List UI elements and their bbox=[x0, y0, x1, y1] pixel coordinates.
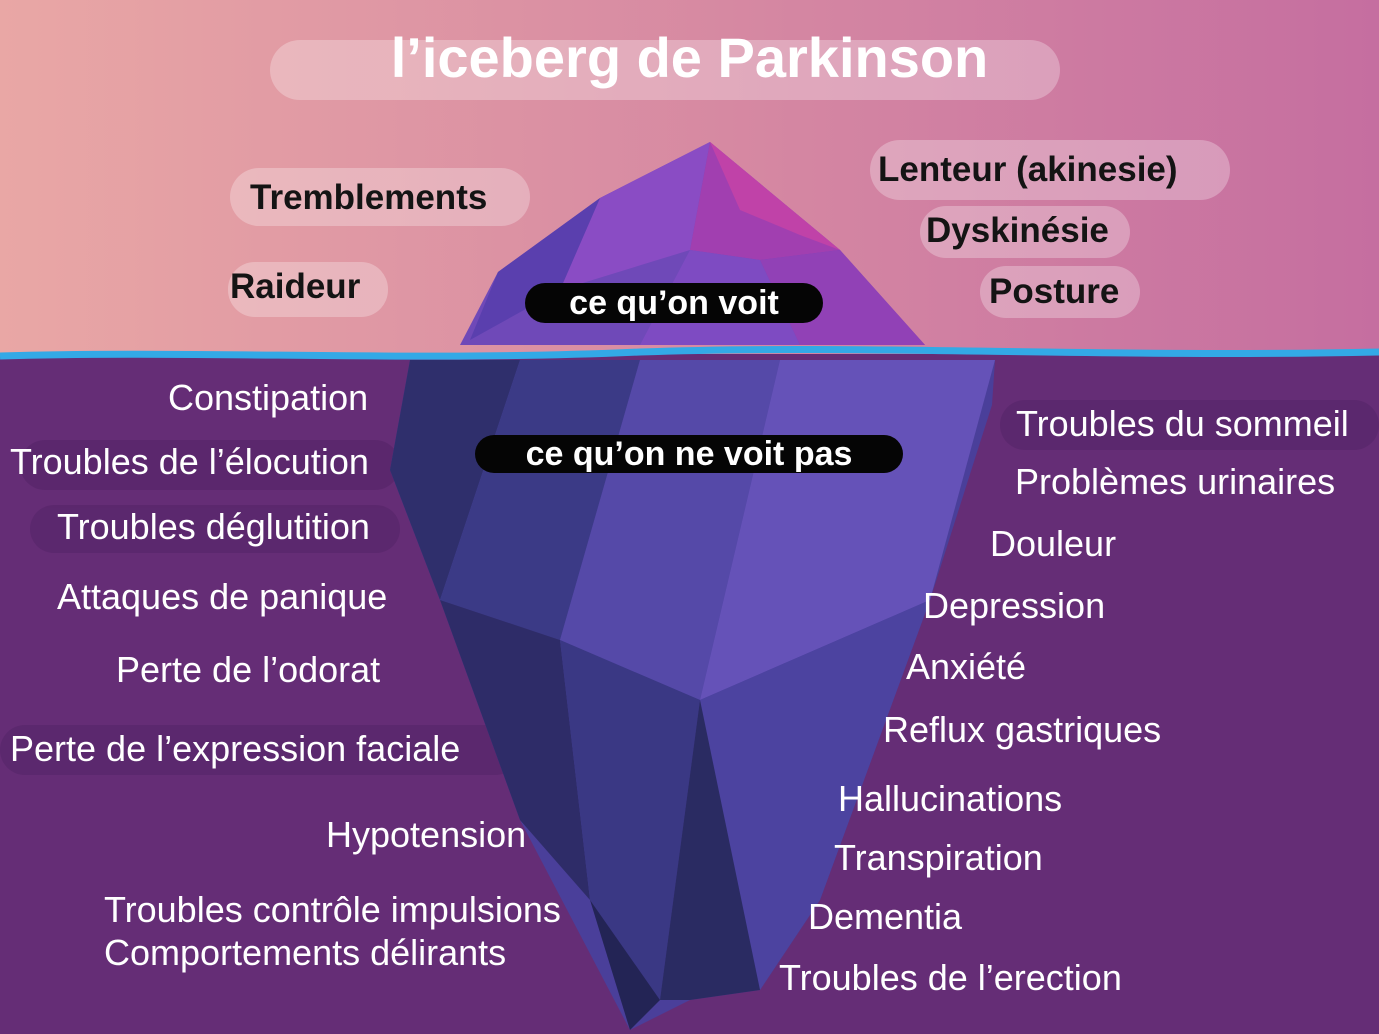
symptom-douleur: Douleur bbox=[990, 523, 1117, 564]
symptom-controle-impulsions: Troubles contrôle impulsions bbox=[104, 889, 561, 930]
symptom-elocution: Troubles de l’élocution bbox=[10, 441, 369, 482]
waterline bbox=[0, 345, 1379, 360]
symptom-raideur: Raideur bbox=[230, 267, 361, 306]
underwater-shadows bbox=[0, 400, 1379, 775]
symptom-tremblements: Tremblements bbox=[250, 178, 488, 217]
symptom-lenteur: Lenteur (akinesie) bbox=[878, 150, 1178, 189]
page-title: l’iceberg de Parkinson bbox=[390, 26, 989, 89]
symptom-erection: Troubles de l’erection bbox=[779, 957, 1122, 998]
symptom-urinaires: Problèmes urinaires bbox=[1015, 461, 1336, 502]
symptom-anxiete: Anxiété bbox=[906, 646, 1027, 687]
symptom-panique: Attaques de panique bbox=[57, 576, 388, 617]
symptom-hallucinations: Hallucinations bbox=[838, 778, 1063, 819]
visible-tag: ce qu’on voit bbox=[525, 283, 823, 323]
symptom-odorat: Perte de l’odorat bbox=[116, 649, 381, 690]
symptom-dyskinesie: Dyskinésie bbox=[926, 211, 1109, 250]
symptom-sommeil: Troubles du sommeil bbox=[1016, 403, 1349, 444]
symptom-constipation: Constipation bbox=[168, 377, 369, 418]
iceberg-body bbox=[390, 360, 995, 1030]
symptom-reflux: Reflux gastriques bbox=[883, 709, 1162, 750]
hidden-tag: ce qu’on ne voit pas bbox=[475, 435, 903, 473]
symptom-hypotension: Hypotension bbox=[326, 814, 527, 855]
symptom-depression: Depression bbox=[923, 585, 1106, 626]
symptom-expression-faciale: Perte de l’expression faciale bbox=[10, 728, 461, 769]
symptom-posture: Posture bbox=[989, 272, 1120, 311]
symptom-dementia: Dementia bbox=[808, 896, 963, 937]
symptom-deglutition: Troubles déglutition bbox=[57, 506, 370, 547]
symptom-delirants: Comportements délirants bbox=[104, 932, 507, 973]
symptom-transpiration: Transpiration bbox=[834, 837, 1043, 878]
clouds bbox=[228, 40, 1230, 318]
